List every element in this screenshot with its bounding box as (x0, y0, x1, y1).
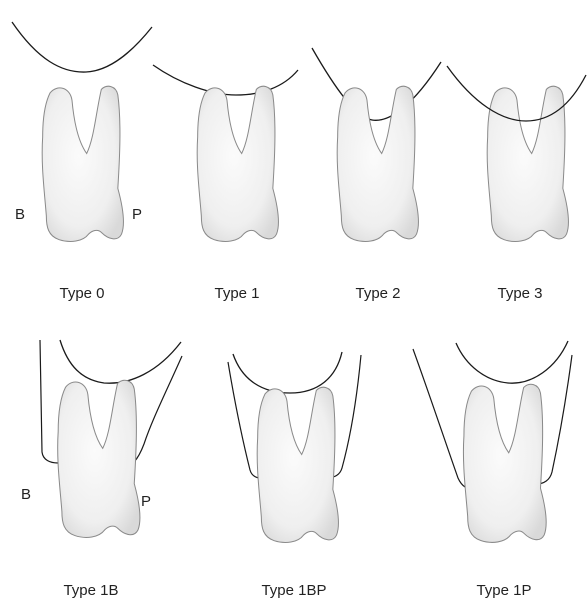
panel-type-1b: B P Type 1B (21, 340, 182, 599)
side-label-buccal: B (21, 486, 31, 503)
alveolar-bone-outline (40, 340, 58, 463)
tooth-outline (337, 86, 418, 241)
panel-label: Type 0 (59, 285, 104, 302)
panel-type-3: Type 3 (447, 66, 586, 302)
sinus-floor-line (456, 341, 568, 383)
side-label-buccal: B (15, 206, 25, 223)
side-label-palatal: P (141, 493, 151, 510)
sinus-floor-line (312, 48, 441, 120)
panel-label: Type 3 (497, 285, 542, 302)
panel-label: Type 2 (355, 285, 400, 302)
side-label-palatal: P (132, 206, 142, 223)
tooth-outline (257, 387, 338, 542)
tooth-outline (197, 86, 278, 241)
tooth-outline (487, 86, 568, 241)
panel-type-1p: Type 1P (413, 341, 572, 599)
panel-label: Type 1 (214, 285, 259, 302)
tooth-outline (463, 384, 546, 542)
panel-type-0: B P Type 0 (12, 22, 152, 302)
tooth-outline (58, 380, 140, 537)
panel-type-1bp: Type 1BP (228, 352, 361, 599)
tooth-outline (42, 86, 123, 241)
panel-label: Type 1BP (261, 582, 326, 599)
panel-type-1: Type 1 (153, 65, 298, 302)
sinus-floor-line (60, 340, 181, 383)
sinus-floor-line (153, 65, 298, 95)
sinus-floor-line (12, 22, 152, 72)
panel-label: Type 1B (63, 582, 118, 599)
panel-type-2: Type 2 (312, 48, 441, 302)
sinus-floor-line (233, 352, 342, 393)
panel-label: Type 1P (476, 582, 531, 599)
